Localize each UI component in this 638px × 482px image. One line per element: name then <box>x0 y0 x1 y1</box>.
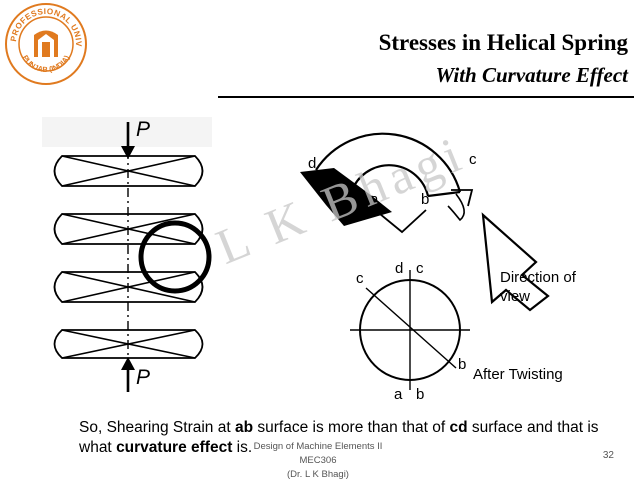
circle-label-b-bottom: b <box>416 386 425 403</box>
title-divider <box>218 96 634 98</box>
element-label-d: d <box>308 155 317 172</box>
circle-label-a: a <box>394 386 403 403</box>
caption-part-1: So, Shearing Strain at <box>79 419 235 436</box>
caption-part-2: surface is more than that of <box>253 419 450 436</box>
university-logo: LOVELY PROFESSIONAL UNIVERSITY PUNJAB (I… <box>4 2 87 85</box>
caption-bold-cd: cd <box>449 419 468 436</box>
slide-title: Stresses in Helical Spring <box>378 30 628 55</box>
caption-part-3: surface and that is what <box>79 419 599 456</box>
circle-label-c-left: c <box>356 270 364 287</box>
view-direction-label: Direction of view <box>500 268 610 306</box>
footer-line-2: (Dr. L K Bhagi) <box>287 469 349 480</box>
slide-subtitle: With Curvature Effect <box>435 63 628 87</box>
element-label-b: b <box>421 191 430 208</box>
caption-bold-curvature: curvature effect <box>116 439 233 456</box>
explanation-text: So, Shearing Strain at ab surface is mor… <box>79 418 624 458</box>
load-label-bottom: P <box>136 366 151 389</box>
caption-bold-ab: ab <box>234 419 254 436</box>
element-label-a: a <box>370 191 379 208</box>
circle-label-c-top: c <box>416 260 424 277</box>
footer-line-1: Design of Machine Elements II MEC306 <box>253 441 383 466</box>
footer-course-info: Design of Machine Elements II MEC306 (Dr… <box>238 440 398 482</box>
load-label-top: P <box>136 118 151 141</box>
caption-part-4: is. <box>232 439 253 456</box>
element-label-c: c <box>469 151 477 168</box>
after-twisting-label: After Twisting <box>473 366 563 383</box>
page-number: 32 <box>602 450 614 461</box>
circle-label-d: d <box>395 260 404 277</box>
view-direction-text: Direction of view <box>500 269 576 305</box>
circle-label-b-right: b <box>458 356 467 373</box>
